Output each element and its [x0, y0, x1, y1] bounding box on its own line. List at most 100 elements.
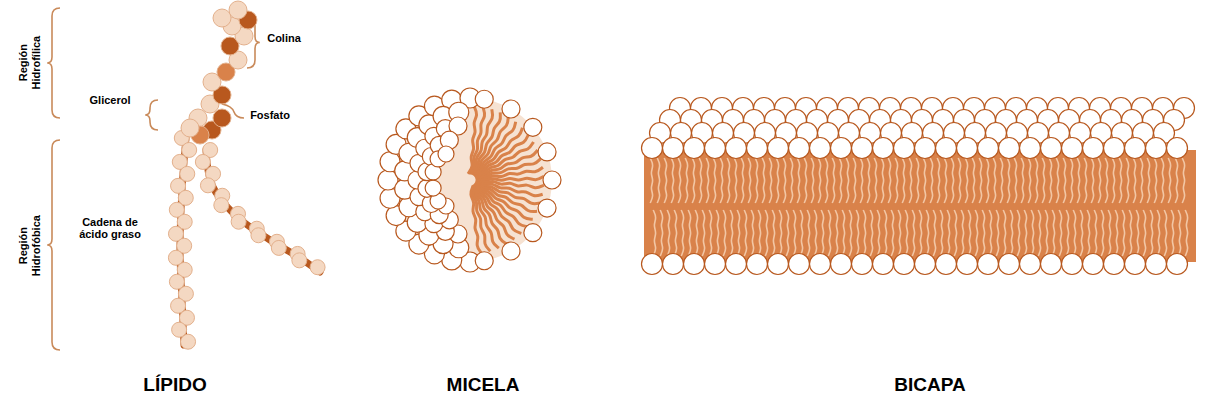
bilayer-head [915, 254, 936, 275]
bilayer-tail [989, 210, 991, 256]
brackets [47, 8, 260, 350]
bilayer-tail [1087, 210, 1089, 256]
bilayer-head [768, 138, 789, 159]
micelle-head [475, 252, 493, 270]
bilayer-tail [1140, 158, 1142, 203]
bilayer-head [1062, 254, 1083, 275]
micelle-tail [471, 186, 482, 253]
bilayer-tail [839, 158, 841, 203]
micelle-head [543, 171, 561, 189]
bilayer-tail [1164, 210, 1166, 256]
bilayer-tail [958, 158, 960, 203]
bilayer-tail [1010, 210, 1012, 256]
bilayer-tail [744, 210, 746, 256]
atom [310, 260, 325, 275]
bilayer-tail [1084, 158, 1086, 203]
bilayer-head [978, 254, 999, 275]
region-label: Región Hidrofóbica [17, 205, 42, 285]
bilayer-tail [1080, 210, 1082, 256]
bilayer-head [705, 138, 726, 159]
bilayer-tail [790, 158, 792, 203]
bilayer-head [957, 254, 978, 275]
bilayer-tail [776, 158, 778, 203]
bilayer-tail [716, 210, 718, 256]
bilayer-tail [650, 158, 652, 203]
bilayer-tail [793, 210, 795, 256]
bilayer-head [1041, 138, 1062, 159]
bilayer-tail [706, 158, 708, 203]
bilayer-tail [1126, 158, 1128, 203]
bilayer-tail [895, 158, 897, 203]
bilayer-tail [688, 210, 690, 256]
bilayer-tail [695, 210, 697, 256]
bilayer-tail [1161, 158, 1163, 203]
bilayer-head [915, 138, 936, 159]
bilayer-tail [1024, 210, 1026, 256]
bilayer-head [831, 254, 852, 275]
bilayer-tail [979, 158, 981, 203]
bilayer-tail [723, 210, 725, 256]
bracket [47, 8, 60, 118]
bilayer-head [1083, 138, 1104, 159]
bilayer-tail [814, 210, 816, 256]
bilayer-tail [951, 158, 953, 203]
bilayer-tail [800, 210, 802, 256]
bilayer-tail [685, 158, 687, 203]
bilayer-tail [678, 158, 680, 203]
bilayer-tail [1108, 210, 1110, 256]
bilayer-tail [1147, 158, 1149, 203]
bilayer-tail [1150, 210, 1152, 256]
bilayer-tail [1073, 210, 1075, 256]
bilayer-tail [1045, 210, 1047, 256]
micelle-head [475, 90, 493, 108]
bilayer-tail [923, 158, 925, 203]
bilayer-tail [765, 210, 767, 256]
bilayer-head [1083, 254, 1104, 275]
bilayer-tail [870, 210, 872, 256]
bilayer-tail [755, 158, 757, 203]
bilayer-head [1041, 254, 1062, 275]
bilayer-tail [874, 158, 876, 203]
bilayer-tail [1014, 158, 1016, 203]
bilayer-tail [1105, 158, 1107, 203]
bilayer-head [1020, 138, 1041, 159]
bilayer-tail [807, 210, 809, 256]
bilayer-tail [916, 158, 918, 203]
bilayer-tail [1007, 158, 1009, 203]
bilayer-head [705, 254, 726, 275]
atom [271, 240, 286, 255]
bilayer-tail [1077, 158, 1079, 203]
bilayer-tail [737, 210, 739, 256]
bilayer-tail [972, 158, 974, 203]
part-label: Cadena de ácido graso [79, 216, 141, 241]
panel-title: MICELA [403, 374, 563, 396]
bilayer-tail [867, 158, 869, 203]
bilayer-tail [1035, 158, 1037, 203]
bilayer-tail [657, 158, 659, 203]
micelle-core [388, 98, 552, 262]
bilayer-head [1125, 138, 1146, 159]
bilayer-tail [986, 158, 988, 203]
bilayer-tail [1028, 158, 1030, 203]
bilayer-head [852, 254, 873, 275]
bilayer-tail [944, 158, 946, 203]
bilayer-head [873, 138, 894, 159]
bilayer-tail [1178, 210, 1180, 256]
head-atom [229, 1, 247, 19]
micelle-head [502, 100, 520, 118]
bilayer-tail [762, 158, 764, 203]
bracket [47, 140, 60, 350]
atom [195, 154, 210, 169]
bilayer-head [1146, 138, 1167, 159]
bilayer-tail [1038, 210, 1040, 256]
bilayer-tail [709, 210, 711, 256]
bilayer-tail [860, 158, 862, 203]
bilayer-core [644, 150, 1196, 262]
bilayer-head [642, 138, 663, 159]
bilayer-tail [653, 210, 655, 256]
bilayer-tail [996, 210, 998, 256]
bilayer-tail [699, 158, 701, 203]
bilayer-tail [863, 210, 865, 256]
bracket [145, 100, 158, 130]
bilayer-tail [1070, 158, 1072, 203]
